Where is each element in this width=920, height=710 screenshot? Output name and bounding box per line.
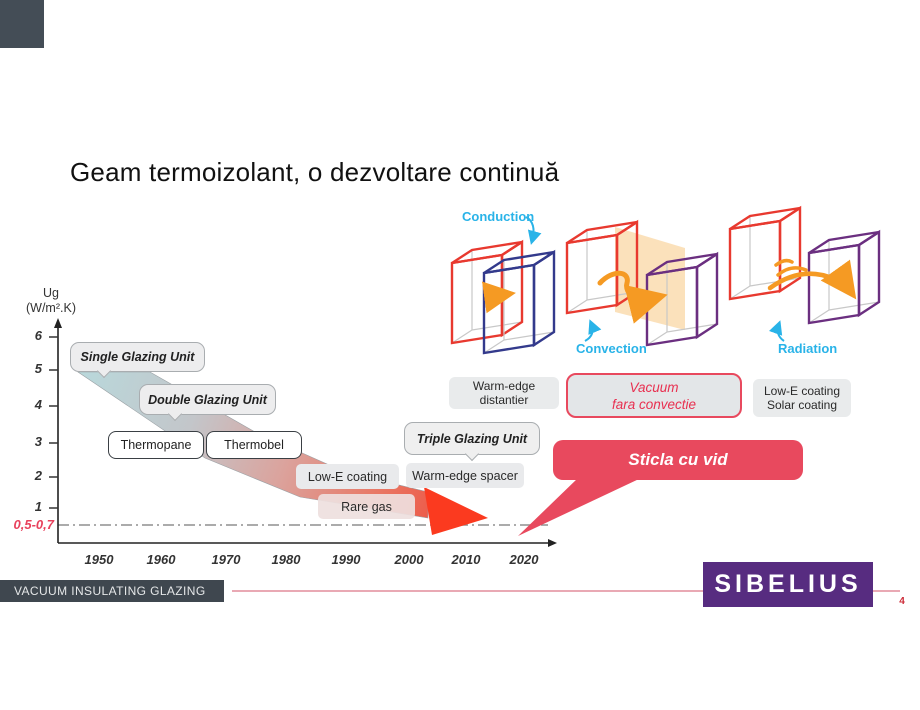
y-axis-label: Ug (W/m².K) bbox=[18, 286, 84, 316]
y-tick-5: 5 bbox=[34, 361, 42, 376]
conduction-pointer-arrow-icon bbox=[525, 216, 542, 245]
annotation-thermobel-label: Thermobel bbox=[224, 438, 284, 452]
footer-banner: VACUUM INSULATING GLAZING bbox=[0, 580, 224, 602]
y-tick-2: 2 bbox=[34, 468, 42, 483]
annotation-low-e-coating-label: Low-E coating bbox=[307, 469, 388, 484]
annotation-triple-glazing-unit-label: Triple Glazing Unit bbox=[416, 431, 528, 446]
annotation-double-glazing-unit: Double Glazing Unit bbox=[139, 384, 276, 422]
x-tick-1970: 1970 bbox=[211, 552, 241, 567]
sticla-callout-tail bbox=[518, 478, 641, 536]
y-tick-3: 3 bbox=[34, 434, 42, 449]
convection-diagram bbox=[565, 219, 719, 347]
page-title: Geam termoizolant, o dezvoltare continuă bbox=[70, 157, 560, 187]
x-tick-1950: 1950 bbox=[84, 552, 114, 567]
convection-label: Convection bbox=[576, 341, 647, 356]
x-tick-2020: 2020 bbox=[509, 552, 539, 567]
annotation-thermopane: Thermopane bbox=[108, 431, 204, 459]
footer-banner-label: VACUUM INSULATING GLAZING bbox=[14, 584, 206, 598]
heat-transfer-diagrams bbox=[450, 205, 881, 355]
annotation-thermopane-label: Thermopane bbox=[120, 438, 192, 452]
x-axis-arrow-icon bbox=[548, 539, 557, 547]
x-tick-2010: 2010 bbox=[451, 552, 481, 567]
convection-pointer-arrow-icon bbox=[584, 319, 602, 342]
warm-edge-distantier-line2: distantier bbox=[479, 393, 529, 407]
x-tick-1960: 1960 bbox=[146, 552, 176, 567]
radiation-label: Radiation bbox=[778, 341, 838, 356]
blue-glass-box bbox=[482, 249, 556, 355]
annotation-thermobel: Thermobel bbox=[206, 431, 302, 459]
footer-divider-line bbox=[232, 590, 900, 592]
vacuum-line2: fara convectie bbox=[611, 396, 697, 412]
convection-heat-arrow-icon bbox=[597, 270, 668, 324]
purple-glass-box bbox=[807, 229, 881, 325]
x-tick-1990: 1990 bbox=[331, 552, 361, 567]
x-tick-2000: 2000 bbox=[394, 552, 424, 567]
threshold-label: 0,5-0,7 bbox=[13, 517, 54, 532]
vacuum-fara-convectie-tag: Vacuum fara convectie bbox=[566, 373, 742, 418]
title-accent-square bbox=[0, 0, 44, 48]
y-axis-label-line1: Ug bbox=[43, 286, 59, 300]
radiation-waves-icon bbox=[767, 258, 857, 300]
low-e-coating-line: Low-E coating bbox=[763, 383, 841, 398]
y-tick-1: 1 bbox=[34, 499, 42, 514]
warm-edge-distantier-line1: Warm-edge bbox=[472, 378, 536, 393]
radiation-diagram bbox=[728, 205, 881, 342]
y-tick-6: 6 bbox=[34, 328, 42, 343]
conduction-heat-arrow-icon bbox=[481, 281, 516, 314]
band-arrowhead-icon bbox=[424, 487, 488, 535]
hidden-edges bbox=[451, 250, 523, 344]
sticla-cu-vid-label: Sticla cu vid bbox=[628, 450, 728, 469]
solar-coating-line: Solar coating bbox=[766, 398, 838, 412]
annotation-warm-edge-spacer-label: Warm-edge spacer bbox=[412, 468, 518, 483]
annotation-single-glazing-unit-label: Single Glazing Unit bbox=[80, 350, 195, 364]
y-axis-arrow-icon bbox=[54, 318, 62, 328]
y-axis-label-line2: (W/m².K) bbox=[26, 301, 76, 315]
page-number: 4 bbox=[899, 596, 905, 607]
x-tick-1980: 1980 bbox=[271, 552, 301, 567]
vacuum-line1: Vacuum bbox=[629, 379, 679, 395]
annotation-single-glazing-unit: Single Glazing Unit bbox=[70, 342, 205, 379]
annotation-warm-edge-spacer: Warm-edge spacer bbox=[406, 463, 524, 488]
y-tick-marks bbox=[49, 336, 58, 509]
annotation-low-e-coating: Low-E coating bbox=[296, 464, 399, 489]
sibelius-logo: SIBELIUS bbox=[703, 562, 873, 607]
annotation-double-glazing-unit-label: Double Glazing Unit bbox=[148, 392, 267, 407]
warm-edge-distantier-tag: Warm-edge distantier bbox=[449, 377, 559, 409]
radiation-pointer-arrow-icon bbox=[769, 320, 785, 342]
conduction-label: Conduction bbox=[462, 209, 535, 224]
low-e-solar-coating-tag: Low-E coating Solar coating bbox=[753, 379, 851, 417]
annotation-rare-gas: Rare gas bbox=[318, 494, 415, 519]
sibelius-logo-text: SIBELIUS bbox=[714, 570, 862, 598]
sticla-cu-vid-callout: Sticla cu vid bbox=[553, 440, 803, 480]
annotation-rare-gas-label: Rare gas bbox=[341, 499, 392, 514]
y-tick-4: 4 bbox=[34, 397, 42, 412]
red-glass-box bbox=[728, 205, 802, 301]
conduction-diagram bbox=[450, 216, 556, 355]
annotation-triple-glazing-unit: Triple Glazing Unit bbox=[404, 422, 540, 462]
